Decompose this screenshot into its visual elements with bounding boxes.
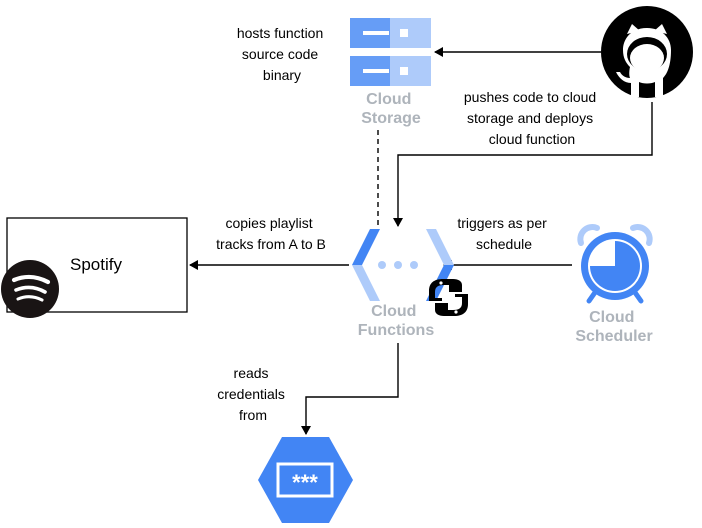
- cloud-functions-label-line-2: Functions: [358, 322, 435, 339]
- spotify-logo-icon: [1, 260, 59, 318]
- edge-label-triggers-line-1: triggers as per: [457, 215, 547, 231]
- edge-functions-to-secret-manager: [301, 343, 399, 435]
- edge-label-pushes: pushes code to cloud storage and deploys…: [464, 89, 600, 147]
- edge-label-reads-line-1: reads: [234, 365, 269, 381]
- spotify-node[interactable]: Spotify: [1, 217, 188, 318]
- cloud-functions-label-line-1: Cloud: [371, 303, 416, 320]
- edge-label-hosts-line-1: hosts function: [237, 25, 323, 41]
- edge-label-copies-line-2: tracks from A to B: [216, 236, 326, 252]
- cloud-scheduler-label: Cloud Scheduler: [575, 309, 652, 345]
- cloud-storage-node[interactable]: Cloud Storage: [350, 18, 431, 127]
- cloud-functions-label: Cloud Functions: [358, 303, 435, 339]
- edge-label-copies-line-1: copies playlist: [225, 215, 312, 231]
- edge-github-to-functions: [393, 102, 653, 227]
- edge-label-pushes-line-1: pushes code to cloud: [464, 89, 596, 105]
- edge-label-triggers-line-2: schedule: [476, 236, 532, 252]
- secret-manager-node[interactable]: ***: [258, 437, 353, 523]
- edge-label-copies: copies playlist tracks from A to B: [216, 215, 326, 252]
- edge-label-pushes-line-2: storage and deploys: [467, 110, 593, 126]
- cloud-storage-label: Cloud Storage: [361, 91, 421, 127]
- cloud-scheduler-node[interactable]: Cloud Scheduler: [575, 224, 653, 345]
- edge-label-pushes-line-3: cloud function: [489, 131, 575, 147]
- edge-label-reads-line-3: from: [239, 407, 267, 423]
- cloud-storage-icon: [350, 18, 431, 86]
- secret-mask-text: ***: [292, 470, 318, 495]
- cloud-scheduler-label-line-1: Cloud: [589, 309, 634, 326]
- cloud-scheduler-icon: [577, 224, 653, 304]
- edge-label-hosts-line-3: binary: [263, 67, 301, 83]
- cloud-scheduler-label-line-2: Scheduler: [575, 328, 652, 345]
- edge-label-reads: reads credentials from: [217, 365, 289, 423]
- github-logo-icon: [601, 6, 693, 98]
- edge-label-reads-line-2: credentials: [217, 386, 285, 402]
- edge-label-hosts-line-2: source code: [242, 46, 318, 62]
- edge-label-triggers: triggers as per schedule: [457, 215, 550, 252]
- secret-manager-icon: ***: [258, 437, 353, 523]
- spotify-label: Spotify: [70, 255, 122, 274]
- cloud-functions-node[interactable]: Cloud Functions: [352, 229, 454, 339]
- python-logo-icon: [429, 279, 468, 316]
- edge-label-hosts: hosts function source code binary: [237, 25, 327, 83]
- cloud-storage-label-line-1: Cloud: [366, 91, 411, 108]
- cloud-functions-icon: [352, 229, 454, 301]
- github-node[interactable]: [601, 6, 693, 98]
- cloud-storage-label-line-2: Storage: [361, 110, 421, 127]
